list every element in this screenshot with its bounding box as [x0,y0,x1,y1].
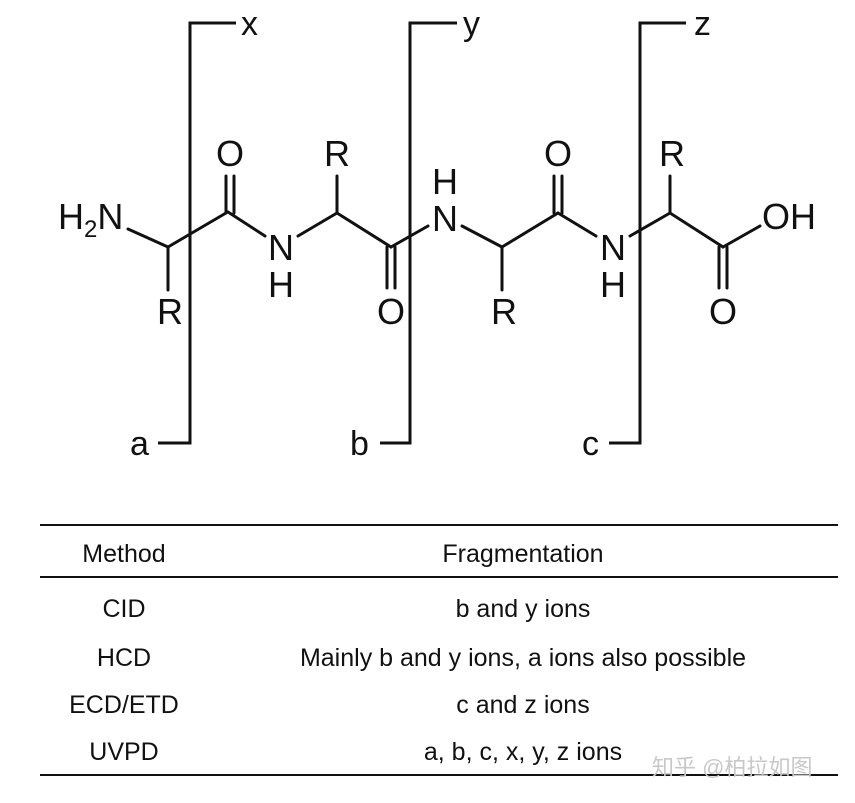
row-3-method: ECD/ETD [69,691,179,719]
amide-nitrogen-2: N [432,198,458,239]
side-chain-3: R [491,291,517,332]
table-header-rule [40,576,838,578]
fragment-label-a: a [130,425,149,463]
bracket-b-y [380,21,457,445]
header-fragmentation: Fragmentation [442,540,604,568]
backbone-bonds [126,174,762,292]
amide-hydrogen-3: H [600,264,626,305]
fragmentation-brackets [158,21,686,445]
amide-hydrogen-2: H [432,161,458,202]
amide-nitrogen-1: N [268,227,294,268]
bracket-c-z [609,21,686,445]
fragment-label-x: x [241,5,258,43]
peptide-fragmentation-diagram: H2N O O O R R R R N H H N N H OH O x y z… [58,5,816,463]
row-4-fragmentation: a, b, c, x, y, z ions [423,738,623,766]
row-1-fragmentation: b and y ions [455,595,591,623]
fragment-label-b: b [350,425,369,463]
side-chain-2: R [324,133,350,174]
carbonyl-oxygen-1: O [216,133,244,174]
header-method: Method [82,540,166,568]
fragment-label-y: y [463,5,480,43]
table-top-rule [40,524,838,526]
side-chain-4: R [659,133,685,174]
carboxyl-oxygen: O [709,291,737,332]
watermark: 知乎 @柏拉如图 [652,755,813,780]
fragment-label-z: z [694,5,711,43]
row-3-fragmentation: c and z ions [456,691,590,719]
carbonyl-oxygen-2: O [377,291,405,332]
amide-hydrogen-1: H [268,264,294,305]
bracket-a-x [158,21,236,445]
row-1-method: CID [102,595,146,623]
side-chain-1: R [157,291,183,332]
row-2-method: HCD [96,644,152,672]
table-bottom-rule [40,774,838,776]
carboxyl-oh: OH [762,196,816,237]
amide-nitrogen-3: N [600,227,626,268]
fragment-label-c: c [582,425,599,463]
amine-label: H2N [58,196,123,243]
row-2-fragmentation: Mainly b and y ions, a ions also possibl… [299,644,747,672]
carbonyl-oxygen-3: O [544,133,572,174]
row-4-method: UVPD [89,738,159,766]
